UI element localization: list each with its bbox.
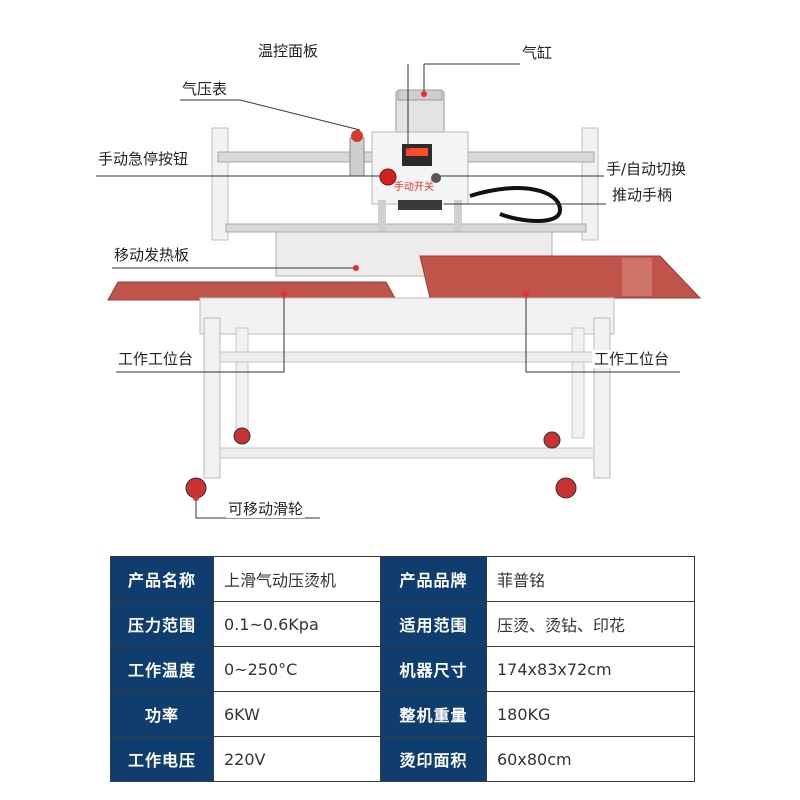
label-moving-heat-plate: 移动发热板 xyxy=(112,246,192,264)
wheel-left-back xyxy=(233,427,251,445)
push-handle xyxy=(398,200,442,210)
spec-key: 产品品牌 xyxy=(380,556,487,602)
label-temp-panel: 温控面板 xyxy=(256,42,321,60)
right-front-leg xyxy=(593,317,611,479)
spec-value: 0.1~0.6Kpa xyxy=(213,601,381,647)
spec-key: 功率 xyxy=(110,691,214,737)
machine-photo xyxy=(96,63,702,519)
spec-value: 220V xyxy=(213,736,381,782)
spec-value: 上滑气动压烫机 xyxy=(213,556,381,602)
manual-auto-switch xyxy=(431,173,441,183)
spec-key: 产品名称 xyxy=(110,556,214,602)
table-row: 工作电压 220V 烫印面积 60x80cm xyxy=(110,736,695,782)
label-emergency-stop: 手动急停按钮 xyxy=(96,150,191,168)
table-row: 产品名称 上滑气动压烫机 产品品牌 菲普铭 xyxy=(110,556,695,602)
spec-value: 6KW xyxy=(213,691,381,737)
spec-value: 60x80cm xyxy=(486,736,695,782)
label-manual-auto: 手/自动切换 xyxy=(604,160,689,178)
left-upright xyxy=(211,127,229,241)
spec-key: 压力范围 xyxy=(110,601,214,647)
table-frame xyxy=(199,297,615,335)
table-row: 工作温度 0~250°C 机器尺寸 174x83x72cm xyxy=(110,646,695,692)
pressure-gauge xyxy=(351,130,363,142)
spec-table: 产品名称 上滑气动压烫机 产品品牌 菲普铭 压力范围 0.1~0.6Kpa 适用… xyxy=(110,556,695,782)
spec-key: 整机重量 xyxy=(380,691,487,737)
spec-key: 工作电压 xyxy=(110,736,214,782)
label-workbench-right: 工作工位台 xyxy=(592,350,672,368)
table-row: 功率 6KW 整机重量 180KG xyxy=(110,691,695,737)
spec-value: 0~250°C xyxy=(213,646,381,692)
spec-key: 机器尺寸 xyxy=(380,646,487,692)
wheel-right-back xyxy=(543,431,561,449)
table-row: 压力范围 0.1~0.6Kpa 适用范围 压烫、烫钻、印花 xyxy=(110,601,695,647)
spec-key: 烫印面积 xyxy=(380,736,487,782)
right-upright xyxy=(581,127,599,241)
label-manual-switch: 手动开关 xyxy=(394,182,434,193)
spec-value: 菲普铭 xyxy=(486,556,695,602)
label-push-handle: 推动手柄 xyxy=(610,186,675,204)
spec-key: 工作温度 xyxy=(110,646,214,692)
label-pressure-gauge: 气压表 xyxy=(180,80,230,98)
label-cylinder: 气缸 xyxy=(520,44,555,62)
spec-value: 压烫、烫钻、印花 xyxy=(486,601,695,647)
emergency-stop-button xyxy=(379,168,397,186)
left-front-leg xyxy=(203,317,221,479)
spec-key: 适用范围 xyxy=(380,601,487,647)
spec-value: 174x83x72cm xyxy=(486,646,695,692)
wheel-right-front xyxy=(555,477,577,499)
label-casters: 可移动滑轮 xyxy=(226,500,306,518)
label-workbench-left: 工作工位台 xyxy=(116,350,196,368)
spec-value: 180KG xyxy=(486,691,695,737)
lower-rail xyxy=(225,223,587,233)
left-heat-pad xyxy=(107,281,397,301)
right-heat-pad xyxy=(419,255,702,299)
